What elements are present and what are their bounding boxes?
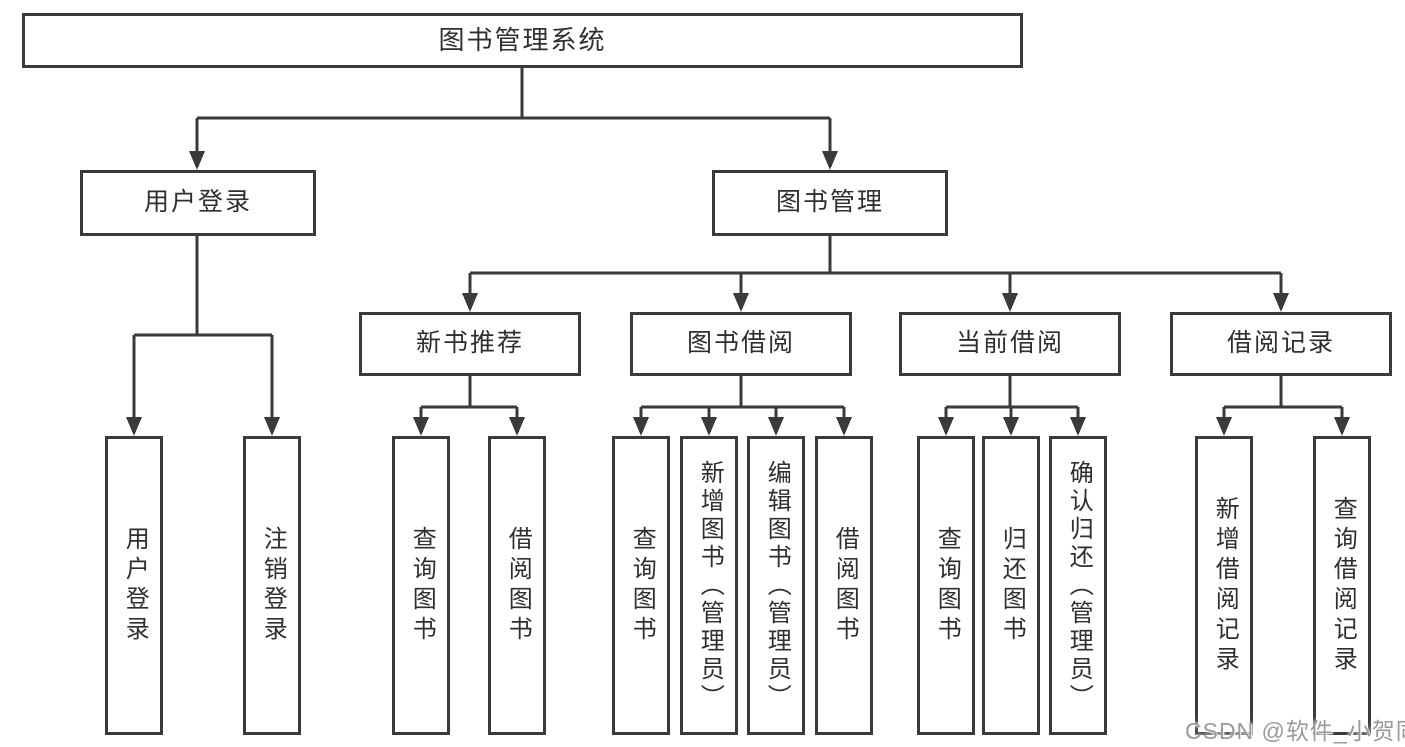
node-book-management: 图书管理	[712, 170, 948, 236]
leaf-return-book: 归还图书	[982, 436, 1040, 735]
connector-new-book-recommend-to-leaves	[419, 376, 519, 419]
node-new-book-recommend: 新书推荐	[359, 312, 581, 376]
leaf-query-borrow-record: 查询借阅记录	[1313, 436, 1371, 735]
leaf-logout: 注销登录	[243, 436, 301, 735]
leaf-add-borrow-record: 新增借阅记录	[1195, 436, 1253, 735]
csdn-watermark: CSDN @软件_小贺同学	[1185, 718, 1405, 744]
connector-borrow-record-to-leaves	[1222, 376, 1344, 419]
node-borrow-record: 借阅记录	[1170, 312, 1392, 376]
node-user-login: 用户登录	[80, 170, 316, 236]
connector-root-to-level2	[195, 66, 832, 153]
connector-user-login-to-leaves	[132, 235, 274, 419]
connector-book-borrow-to-leaves	[639, 376, 846, 419]
connector-current-borrow-to-leaves	[944, 376, 1080, 419]
leaf-query-book-recommend: 查询图书	[392, 436, 450, 735]
connector-book-management-to-level3	[468, 235, 1283, 295]
leaf-query-book-current: 查询图书	[917, 436, 975, 735]
leaf-edit-book-admin: 编辑图书（管理员）	[747, 436, 805, 735]
leaf-borrow-book: 借阅图书	[815, 436, 873, 735]
leaf-query-book-borrow: 查询图书	[612, 436, 670, 735]
node-book-borrow: 图书借阅	[630, 312, 852, 376]
node-current-borrow: 当前借阅	[899, 312, 1121, 376]
leaf-add-book-admin: 新增图书（管理员）	[680, 436, 738, 735]
leaf-user-login: 用户登录	[105, 436, 163, 735]
leaf-borrow-book-recommend: 借阅图书	[488, 436, 546, 735]
leaf-confirm-return-admin: 确认归还（管理员）	[1049, 436, 1107, 735]
node-root: 图书管理系统	[22, 13, 1023, 68]
